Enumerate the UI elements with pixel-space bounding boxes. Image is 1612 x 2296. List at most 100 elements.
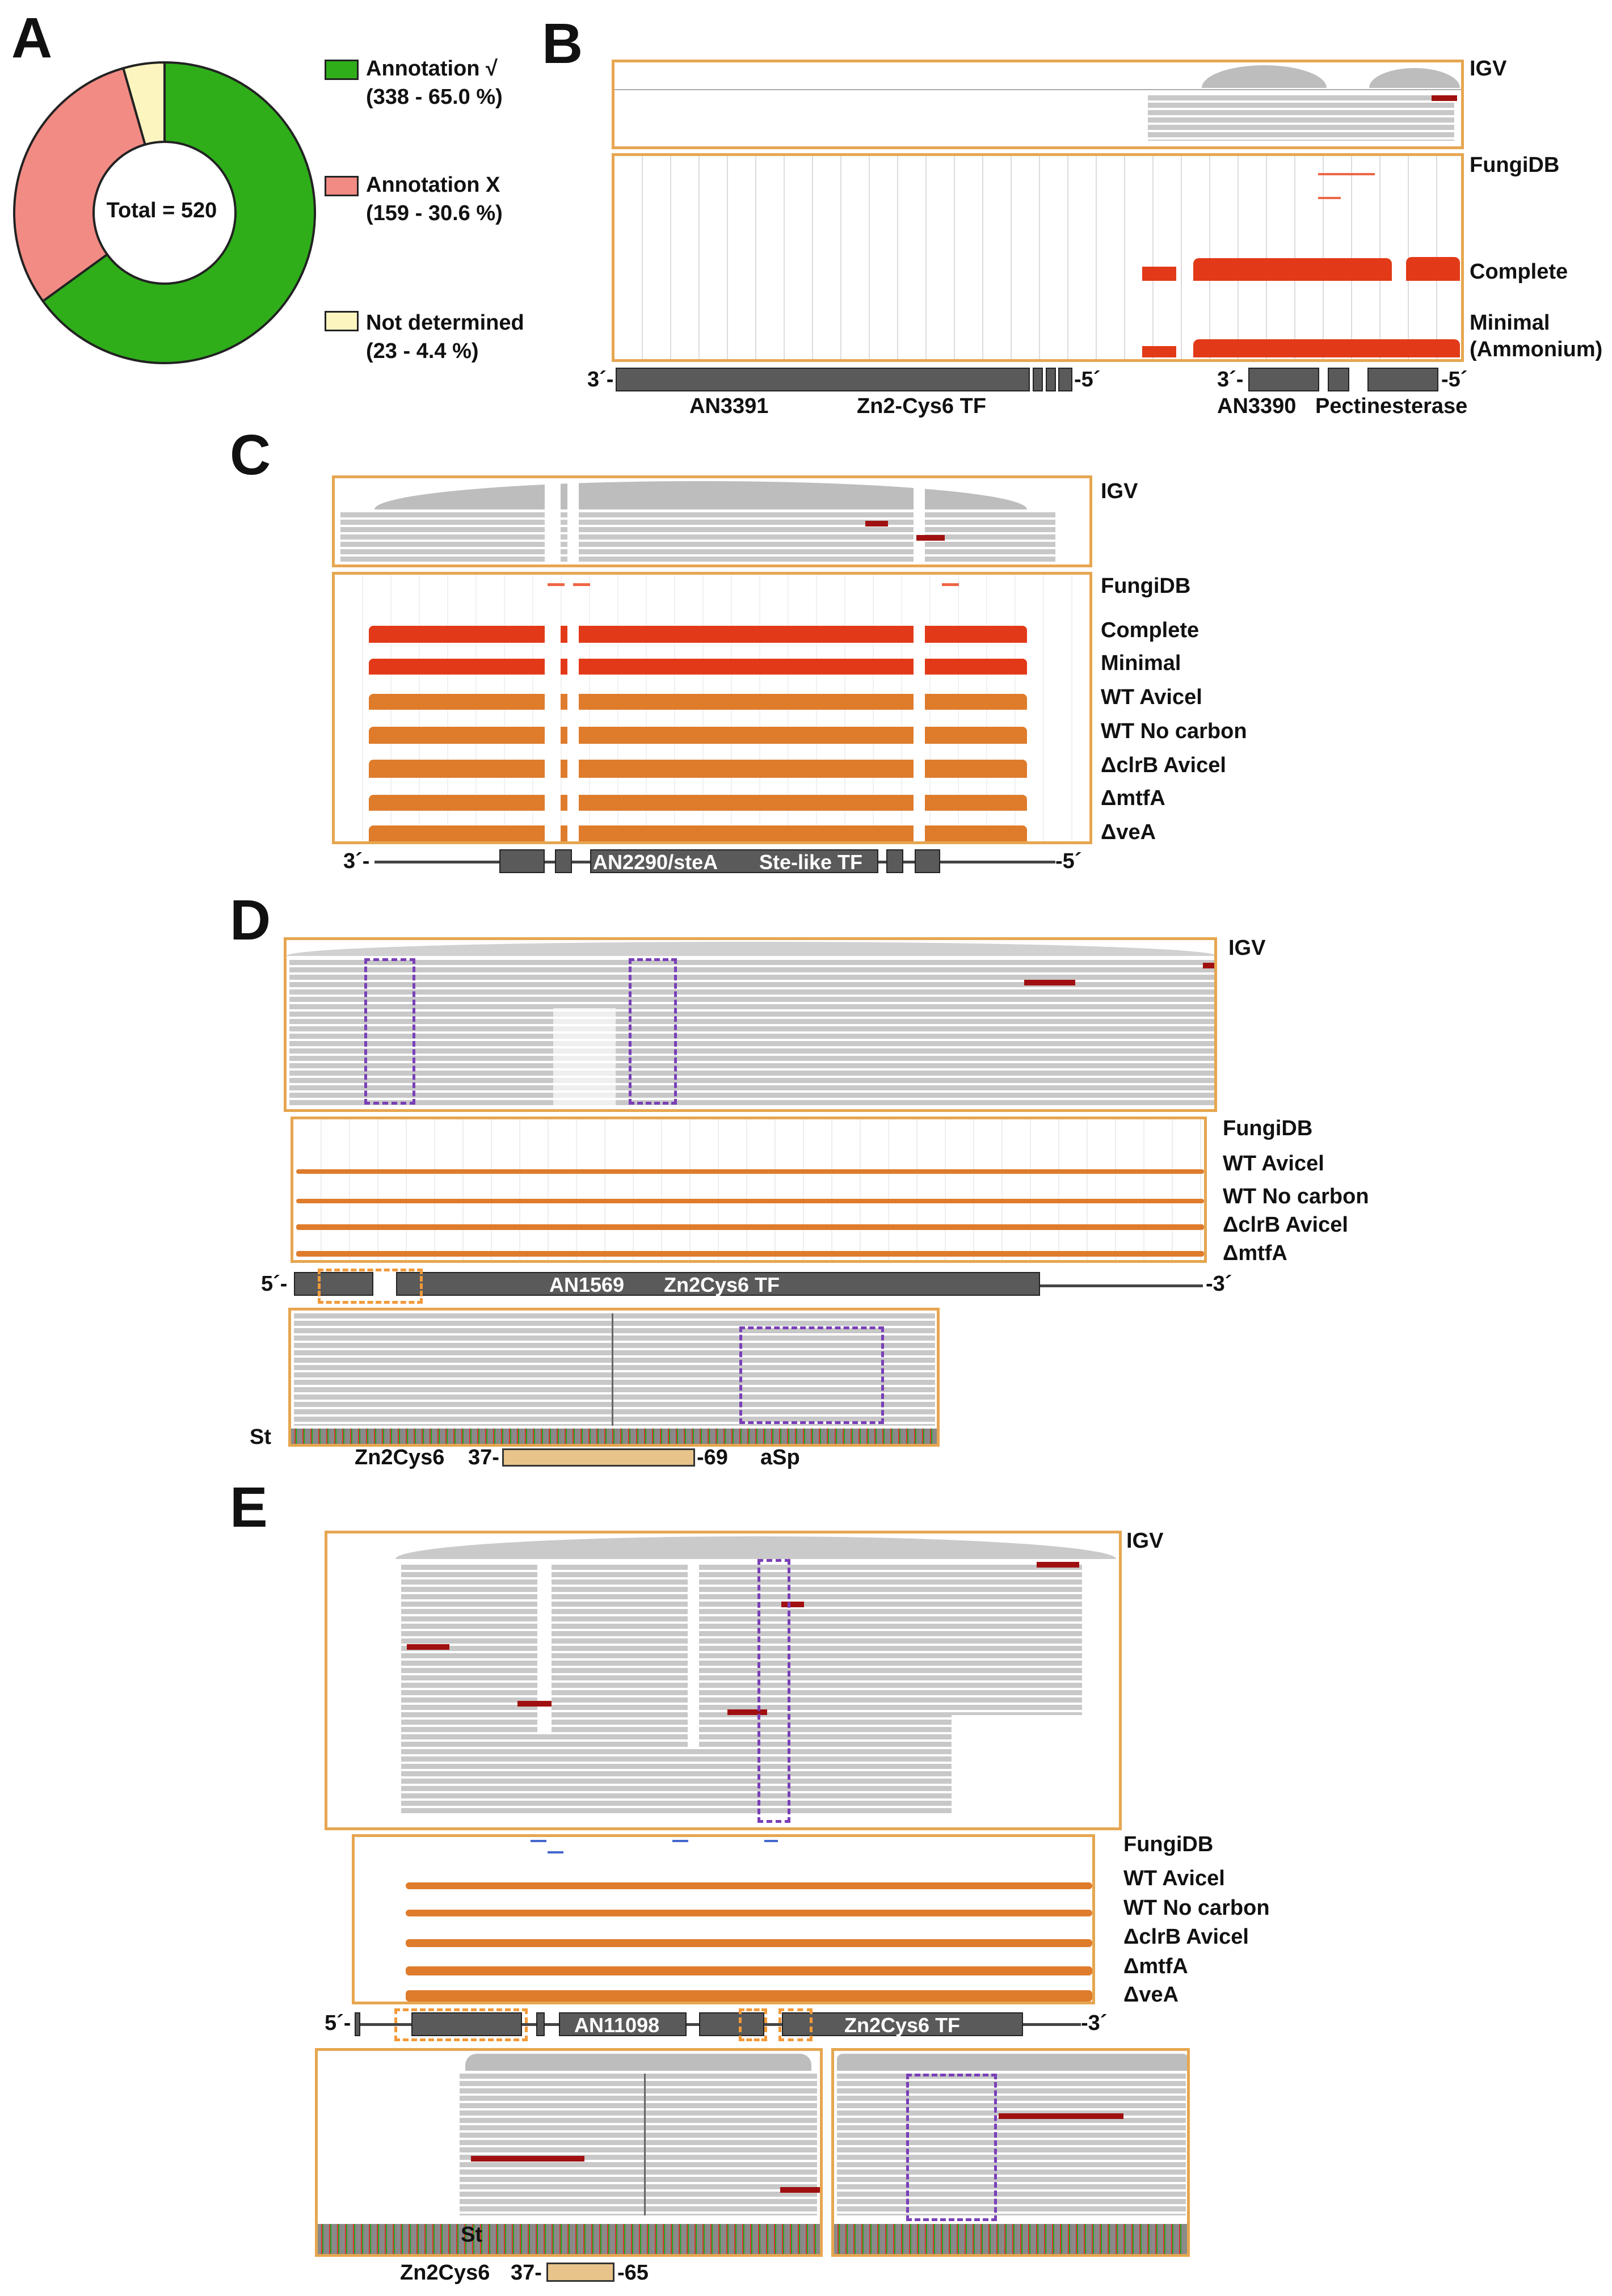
track-label-minimal-b: Minimal <box>1470 311 1550 335</box>
zoom-d-domain-box <box>502 1448 695 1467</box>
legend-value-annotation-ok: (338 - 65.0 %) <box>366 85 503 109</box>
track-label-wt-avicel-e: WT Avicel <box>1123 1867 1225 1890</box>
gene-b2-id: AN3390 <box>1217 394 1297 418</box>
igv-box-d <box>284 937 1217 1112</box>
gene-b2-left-end: 3´- <box>1217 368 1244 391</box>
gene-b1-left-end: 3´- <box>587 368 614 391</box>
gene-d-exon <box>294 1272 373 1296</box>
slice-not-determined <box>121 61 166 146</box>
track-label-wt-nocarbon-e: WT No carbon <box>1123 1896 1270 1920</box>
legend-label-annotation-ok: Annotation √ <box>366 57 498 81</box>
legend-label-annotation-x: Annotation X <box>366 173 500 197</box>
gene-d-name: Zn2Cys6 TF <box>664 1273 780 1296</box>
track-label-fungidb-e: FungiDB <box>1123 1832 1214 1856</box>
gene-b1-right-end: -5´ <box>1074 368 1101 391</box>
dashed-region-d1 <box>364 958 415 1105</box>
legend-swatch-not-determined <box>325 311 359 331</box>
gene-d-exon <box>396 1272 1040 1296</box>
gene-e-exon <box>536 2012 545 2036</box>
track-label-ammonium-b: (Ammonium) <box>1470 338 1603 361</box>
zoom-e-st-label: St <box>461 2223 482 2247</box>
gene-c-left-end: 3´- <box>343 849 370 873</box>
panel-letter-b: B <box>542 12 583 75</box>
legend-swatch-annotation-ok <box>325 60 359 80</box>
track-label-wt-avicel-d: WT Avicel <box>1223 1152 1324 1176</box>
zoom-box-e1 <box>315 2048 823 2257</box>
zoom-e-domain-end: -65 <box>617 2261 649 2285</box>
dashed-region-gene-e1 <box>394 2008 528 2041</box>
track-label-mtfa-d: ΔmtfA <box>1223 1241 1287 1265</box>
track-label-minimal-c: Minimal <box>1101 651 1181 675</box>
gene-d-right-end: -3´ <box>1206 1272 1232 1296</box>
gene-e-exon <box>411 2012 522 2036</box>
gene-b1-exon <box>616 368 1030 391</box>
track-label-igv-b: IGV <box>1470 57 1507 81</box>
gene-e-exon <box>782 2012 1023 2036</box>
panel-letter-c: C <box>230 423 271 487</box>
gene-c-exon <box>555 849 572 873</box>
gene-b2-right-end: -5´ <box>1441 368 1468 391</box>
track-label-igv-e: IGV <box>1126 1529 1164 1553</box>
track-label-igv-c: IGV <box>1101 479 1138 503</box>
gene-d-intron <box>1038 1284 1203 1287</box>
gene-b1-exon <box>1033 368 1043 391</box>
legend-value-not-determined: (23 - 4.4 %) <box>366 339 479 363</box>
gene-b2-exon <box>1367 368 1438 391</box>
gene-c-exon <box>915 849 940 873</box>
fungidb-box-e <box>352 1834 1095 2004</box>
track-label-clrb-c: ΔclrB Avicel <box>1101 753 1226 777</box>
gene-e-id: AN11098 <box>574 2013 660 2037</box>
gene-b1-id: AN3391 <box>689 394 769 418</box>
track-label-igv-d: IGV <box>1228 936 1266 960</box>
gene-e-exon <box>559 2012 687 2036</box>
dashed-region-zoom-e <box>906 2074 997 2221</box>
gene-c-exon <box>499 849 545 873</box>
track-label-vea-e: ΔveA <box>1123 1983 1179 2007</box>
panel-letter-a: A <box>11 6 53 70</box>
track-label-vea-c: ΔveA <box>1101 820 1156 844</box>
dashed-region-d2 <box>629 958 677 1105</box>
track-label-clrb-e: ΔclrB Avicel <box>1123 1925 1249 1949</box>
gene-d-id: AN1569 <box>549 1273 625 1296</box>
zoom-d-domain-start: 37- <box>468 1446 499 1469</box>
gene-c-label: AN2290/steA <box>593 850 718 874</box>
gene-e-exon <box>699 2012 764 2036</box>
dashed-region-gene-d <box>318 1269 423 1304</box>
track-label-mtfa-e: ΔmtfA <box>1123 1954 1188 1978</box>
fungidb-box-c <box>332 572 1092 844</box>
track-label-complete-c: Complete <box>1101 618 1199 642</box>
gene-c-name: Ste-like TF <box>759 850 863 874</box>
gene-e-name: Zn2Cys6 TF <box>844 2013 961 2037</box>
dashed-region-zoom-d <box>739 1326 884 1424</box>
igv-box-e <box>325 1531 1122 1830</box>
dashed-region-gene-e3 <box>778 2008 813 2041</box>
gene-c-right-end: -5´ <box>1055 849 1082 873</box>
track-label-clrb-d: ΔclrB Avicel <box>1223 1213 1348 1237</box>
gene-c-exon <box>886 849 903 873</box>
track-label-fungidb-c: FungiDB <box>1101 574 1191 598</box>
zoom-e-domain-label: Zn2Cys6 <box>400 2261 490 2285</box>
slice-annotation-ok <box>41 61 316 364</box>
track-label-fungidb-d: FungiDB <box>1223 1117 1313 1140</box>
gene-b2-name: Pectinesterase <box>1315 394 1468 418</box>
legend-value-annotation-x: (159 - 30.6 %) <box>366 201 503 225</box>
gene-d-left-end: 5´- <box>261 1272 288 1296</box>
igv-box-b <box>612 60 1464 149</box>
fungidb-box-d <box>291 1117 1207 1263</box>
gene-c-exon <box>590 849 878 873</box>
gene-e-left-end: 5´- <box>325 2011 351 2035</box>
panel-letter-d: D <box>230 888 271 952</box>
panel-letter-e: E <box>230 1476 268 1539</box>
track-label-mtfa-c: ΔmtfA <box>1101 786 1165 810</box>
zoom-d-st-label: St <box>250 1425 271 1449</box>
gene-b2-exon <box>1248 368 1319 391</box>
gene-b2-exon <box>1328 368 1349 391</box>
dashed-region-e <box>757 1559 790 1823</box>
dashed-region-gene-e2 <box>739 2008 767 2041</box>
track-label-fungidb-b: FungiDB <box>1470 153 1560 177</box>
zoom-d-domain-end: -69 <box>697 1446 728 1469</box>
zoom-e-domain-box <box>546 2263 615 2282</box>
track-label-wt-nocarbon-d: WT No carbon <box>1223 1185 1369 1208</box>
zoom-box-e2 <box>831 2048 1190 2257</box>
donut-chart <box>13 61 316 364</box>
